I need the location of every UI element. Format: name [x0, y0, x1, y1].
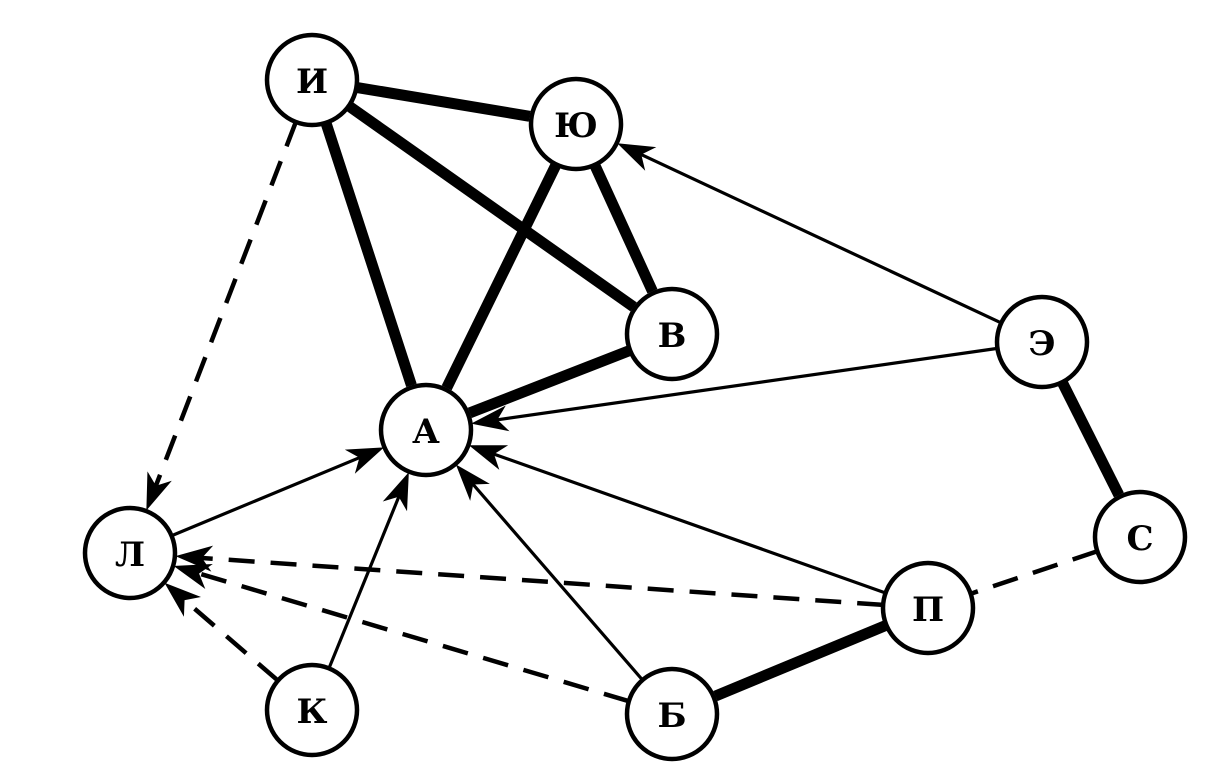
- edges-layer: [146, 81, 1124, 704]
- arrowhead: [471, 405, 510, 432]
- edge-line: [151, 121, 298, 494]
- node-label: И: [296, 62, 328, 102]
- node-label: П: [912, 590, 944, 630]
- arrowhead: [146, 471, 172, 511]
- nodes-layer: И Ю В Э А Л С П К Б: [82, 32, 1188, 762]
- edge-e-s: [1057, 379, 1124, 498]
- node-label: Б: [657, 696, 686, 736]
- edge-line: [1057, 379, 1124, 498]
- edge-line: [177, 593, 280, 683]
- node-v: В: [624, 286, 720, 382]
- node-e: Э: [994, 294, 1090, 390]
- edge-s-p: [971, 549, 1099, 596]
- edge-line: [971, 549, 1099, 596]
- node-circle: [880, 560, 976, 656]
- edge-p-b: [713, 620, 889, 702]
- edge-line: [488, 346, 1000, 423]
- edge-line: [633, 149, 1003, 325]
- node-circle: [1092, 489, 1188, 585]
- node-label: А: [412, 412, 440, 452]
- node-label: Э: [1028, 324, 1055, 364]
- edge-line: [713, 620, 889, 702]
- edge-line: [345, 101, 637, 312]
- node-circle: [624, 666, 720, 762]
- node-p: П: [880, 560, 976, 656]
- edge-line: [589, 162, 658, 294]
- edge-line: [355, 81, 531, 122]
- node-a: А: [378, 382, 474, 478]
- node-circle: [994, 294, 1090, 390]
- edge-i-a: [320, 121, 417, 388]
- arrowhead: [468, 445, 509, 470]
- node-circle: [378, 382, 474, 478]
- arrowhead: [455, 464, 490, 501]
- edge-i-l: [146, 121, 298, 511]
- edge-k-a: [327, 472, 409, 670]
- edge-i-v: [345, 101, 637, 312]
- edge-yu-v: [589, 162, 658, 294]
- node-circle: [624, 286, 720, 382]
- arrowhead: [344, 447, 384, 474]
- edge-line: [327, 488, 404, 670]
- node-s: С: [1092, 489, 1188, 585]
- node-label: В: [658, 316, 687, 356]
- edge-v-a: [467, 345, 633, 419]
- node-yu: Ю: [528, 76, 624, 172]
- edge-line: [466, 477, 645, 682]
- node-circle: [264, 662, 360, 758]
- edge-line: [194, 555, 884, 608]
- node-circle: [82, 505, 178, 601]
- node-label: К: [297, 692, 328, 732]
- node-b: Б: [624, 666, 720, 762]
- edge-p-a: [468, 445, 888, 595]
- arrowhead: [382, 472, 409, 512]
- node-l: Л: [82, 505, 178, 601]
- edge-line: [191, 569, 630, 704]
- arrowhead: [173, 564, 213, 590]
- edge-e-yu: [617, 143, 1003, 325]
- node-i: И: [264, 32, 360, 128]
- node-circle: [264, 32, 360, 128]
- edge-e-a: [471, 346, 1000, 432]
- edge-line: [485, 450, 888, 595]
- node-label: С: [1126, 519, 1153, 559]
- node-k: К: [264, 662, 360, 758]
- edge-k-l: [164, 582, 280, 683]
- edge-line: [169, 453, 368, 538]
- edge-b-l: [173, 564, 630, 704]
- edge-line: [320, 121, 417, 388]
- arrowhead: [617, 143, 657, 171]
- edge-line: [441, 161, 562, 391]
- node-circle: [528, 76, 624, 172]
- node-label: Ю: [554, 106, 598, 146]
- edge-line: [467, 345, 633, 419]
- edge-yu-a: [441, 161, 562, 391]
- edge-b-a: [455, 464, 645, 682]
- arrowhead: [164, 582, 201, 617]
- edge-l-a: [169, 447, 384, 538]
- node-label: Л: [115, 535, 145, 575]
- edge-i-yu: [355, 81, 531, 122]
